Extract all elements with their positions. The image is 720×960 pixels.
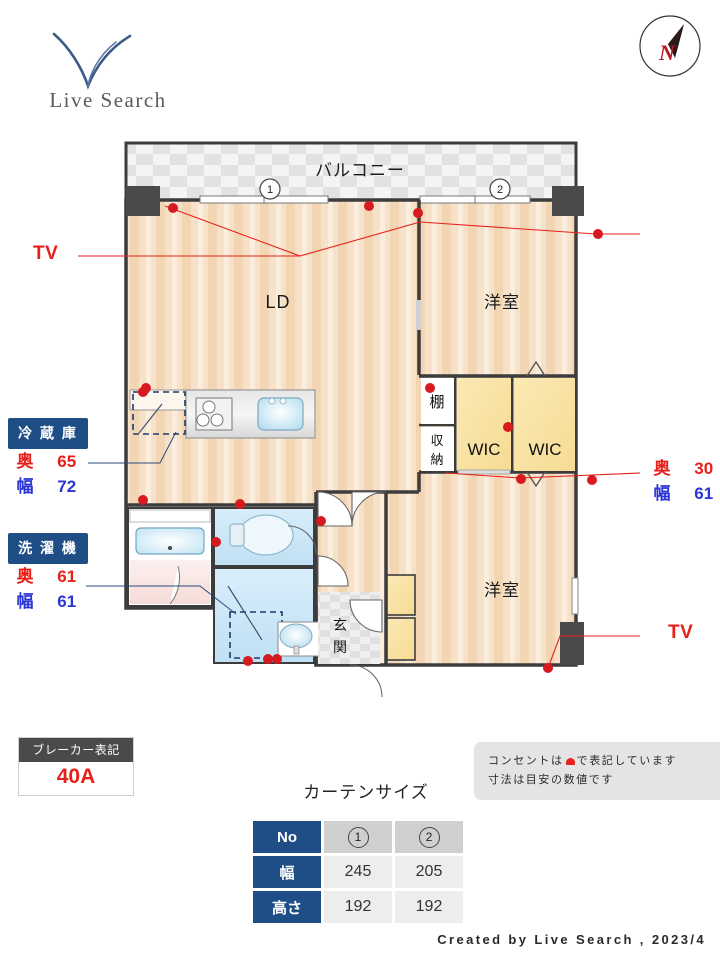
floor-plan-drawing: バルコニー 1 2: [78, 141, 641, 698]
table-row-no: No 1 2: [253, 821, 463, 853]
window-marker-2: 2: [489, 178, 511, 200]
spec-washing-machine: 洗 濯 機 奥 61 幅 61: [8, 533, 88, 614]
spec-closet-depth: 奥 30: [645, 456, 720, 481]
brand-wordmark: Live Search: [49, 88, 167, 112]
room-label-shuno-2: 納: [430, 452, 443, 467]
spec-refrigerator: 冷 蔵 庫 奥 65 幅 72: [8, 418, 88, 499]
legend-note-line1-before: コンセントは: [488, 755, 564, 767]
curtain-col-1: 1: [324, 821, 392, 853]
tv-label-left: TV: [33, 243, 59, 264]
curtain-header-no: No: [253, 821, 321, 853]
closet-band: 棚 収 納 WIC WIC: [421, 360, 575, 488]
refrigerator-placement: [132, 391, 186, 435]
spec-depth-label: 奥: [16, 452, 34, 471]
table-row-width: 幅 245 205: [253, 856, 463, 888]
outlet-markers: [138, 201, 603, 673]
spec-refrigerator-depth: 奥 65: [8, 449, 88, 474]
spec-depth-label: 奥: [653, 459, 671, 478]
room-label-wic-left: WIC: [467, 440, 500, 459]
circle-number-1: 1: [347, 826, 369, 848]
legend-note-box: コンセントはで表記しています 寸法は目安の数値です: [474, 742, 720, 800]
spec-width-value: 61: [694, 484, 714, 503]
spec-depth-value: 65: [57, 452, 77, 471]
brand-logo: Live Search: [18, 30, 198, 120]
curtain-table-title: カーテンサイズ: [303, 783, 429, 802]
curtain-size-table: No 1 2 幅 245 205 高さ 192 192: [250, 818, 466, 926]
breaker-value: 40A: [56, 765, 96, 788]
room-label-balcony: バルコニー: [315, 161, 405, 180]
legend-note-line1: コンセントはで表記しています: [488, 752, 720, 771]
spec-width-label: 幅: [653, 484, 671, 503]
breaker-info-box: ブレーカー表記 40A: [18, 737, 134, 796]
room-label-washitsu-bottom: 洋室: [484, 581, 520, 600]
spec-refrigerator-title: 冷 蔵 庫: [8, 418, 88, 449]
svg-text:2: 2: [497, 184, 503, 196]
curtain-col-2: 2: [395, 821, 463, 853]
circle-number-2: 2: [418, 826, 440, 848]
wet-area: [127, 507, 321, 664]
spec-depth-value: 61: [57, 567, 77, 586]
curtain-width-2: 205: [395, 856, 463, 888]
legend-note-line1-after: で表記しています: [576, 755, 678, 767]
footer-credit: Created by Live Search , 2023/4: [437, 932, 706, 947]
curtain-header-height: 高さ: [253, 891, 321, 923]
kitchen-counter: [129, 389, 316, 439]
breaker-title: ブレーカー表記: [19, 738, 133, 762]
curtain-header-width: 幅: [253, 856, 321, 888]
room-label-shuno-1: 収: [430, 433, 443, 448]
bedroom-window: [571, 577, 579, 615]
spec-washing-machine-width: 幅 61: [8, 589, 88, 614]
spec-closet-right: 奥 30 幅 61: [645, 456, 720, 506]
compass-north-icon: N: [639, 15, 701, 77]
spec-depth-label: 奥: [16, 567, 34, 586]
spec-closet-width: 幅 61: [645, 481, 720, 506]
svg-text:1: 1: [267, 184, 273, 196]
room-label-tana: 棚: [429, 394, 444, 411]
tv-label-right: TV: [668, 622, 694, 643]
curtain-height-2: 192: [395, 891, 463, 923]
curtain-height-1: 192: [324, 891, 392, 923]
curtain-width-1: 245: [324, 856, 392, 888]
room-label-genkan-1: 玄: [333, 617, 347, 633]
spec-width-value: 72: [57, 477, 77, 496]
table-row-height: 高さ 192 192: [253, 891, 463, 923]
spec-washing-machine-depth: 奥 61: [8, 564, 88, 589]
room-label-washitsu-top: 洋室: [484, 293, 520, 312]
appliance-leader-lines: [86, 431, 237, 615]
structural-pillars: [126, 186, 584, 665]
door-swings: [287, 491, 387, 698]
spec-width-label: 幅: [16, 592, 34, 611]
room-label-wic-right: WIC: [528, 440, 561, 459]
spec-refrigerator-width: 幅 72: [8, 474, 88, 499]
window-marker-1: 1: [259, 178, 281, 200]
compass-label: N: [658, 40, 676, 65]
spec-width-label: 幅: [16, 477, 34, 496]
outlet-dot-icon: [565, 758, 575, 765]
spec-depth-value: 30: [694, 459, 714, 478]
legend-note-line2: 寸法は目安の数値です: [488, 774, 614, 786]
room-label-ld: LD: [265, 292, 290, 312]
spec-width-value: 61: [57, 592, 77, 611]
v-checkmark-logo-icon: [52, 32, 132, 90]
room-label-genkan-2: 関: [333, 639, 347, 655]
spec-washing-machine-title: 洗 濯 機: [8, 533, 88, 564]
